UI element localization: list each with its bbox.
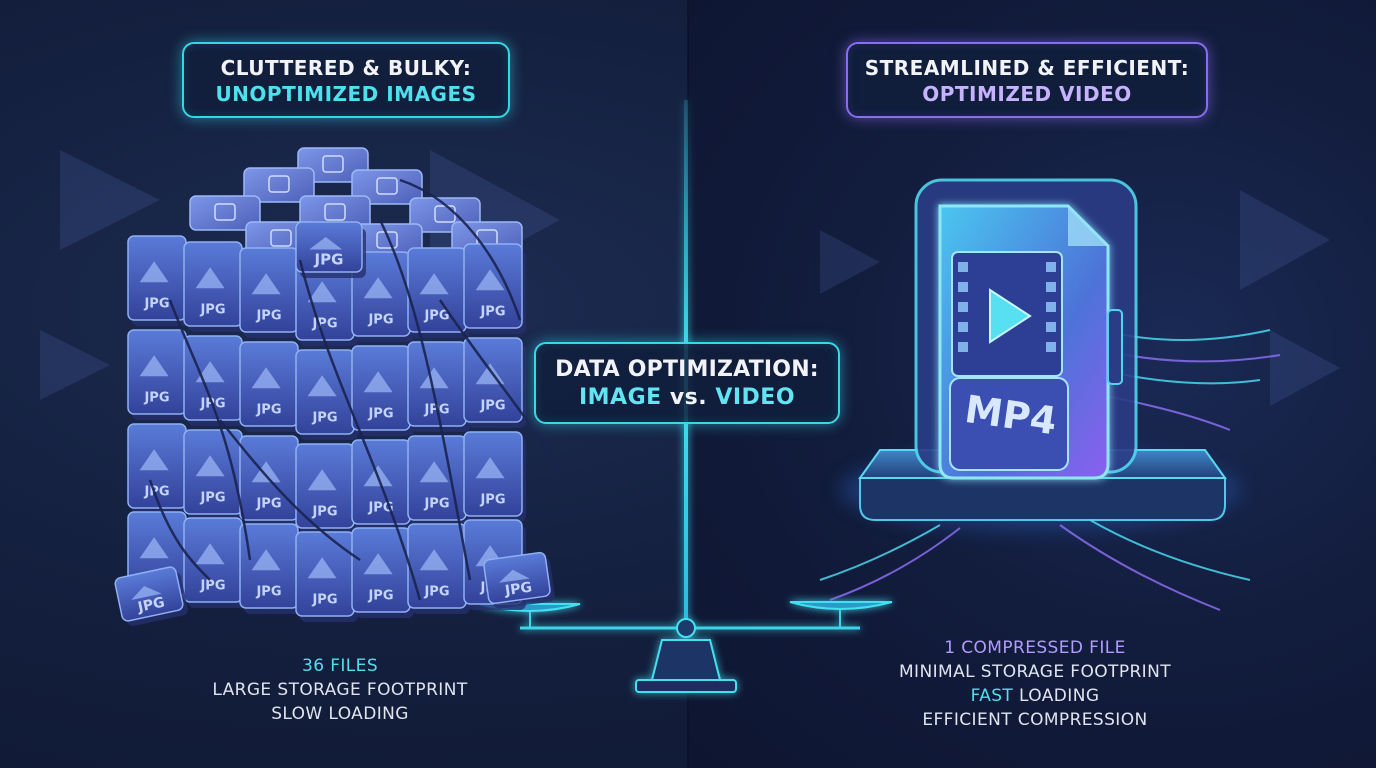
svg-text:JPG: JPG bbox=[199, 490, 225, 505]
right-title-box: STREAMLINED & EFFICIENT: OPTIMIZED VIDEO bbox=[846, 42, 1208, 118]
svg-text:JPG: JPG bbox=[367, 406, 393, 421]
jpg-file-icon: JPG bbox=[351, 527, 414, 618]
jpg-file-icon: JPG bbox=[183, 517, 246, 608]
right-stat-loading: FAST LOADING bbox=[860, 684, 1210, 708]
jpg-file-icon: JPG bbox=[114, 566, 188, 626]
right-stats: 1 COMPRESSED FILE MINIMAL STORAGE FOOTPR… bbox=[860, 636, 1210, 732]
svg-text:JPG: JPG bbox=[311, 592, 337, 607]
right-stat-file-count: 1 COMPRESSED FILE bbox=[944, 638, 1126, 658]
left-stats: 36 FILES LARGE STORAGE FOOTPRINT SLOW LO… bbox=[180, 654, 500, 726]
jpg-file-icon: JPG bbox=[183, 429, 246, 520]
svg-text:JPG: JPG bbox=[255, 584, 281, 599]
left-stat-storage: LARGE STORAGE FOOTPRINT bbox=[212, 680, 468, 700]
jpg-file-icon: JPG bbox=[463, 431, 526, 522]
svg-text:JPG: JPG bbox=[311, 504, 337, 519]
jpg-file-icon: JPG bbox=[127, 235, 190, 326]
play-icon bbox=[989, 288, 1032, 344]
svg-text:JPG: JPG bbox=[136, 595, 167, 616]
jpg-file-icon: JPG bbox=[407, 247, 470, 338]
center-title-video: VIDEO bbox=[715, 385, 796, 410]
left-stat-loading: SLOW LOADING bbox=[271, 704, 409, 724]
jpg-file-icon: JPG bbox=[127, 423, 190, 514]
left-title-box: CLUTTERED & BULKY: UNOPTIMIZED IMAGES bbox=[182, 42, 510, 118]
svg-text:JPG: JPG bbox=[143, 296, 169, 311]
jpg-file-icon: JPG bbox=[295, 349, 358, 440]
svg-text:JPG: JPG bbox=[367, 312, 393, 327]
center-title-line2: IMAGE vs. VIDEO bbox=[536, 384, 838, 412]
jpg-file-icon: JPG bbox=[239, 341, 302, 432]
svg-text:JPG: JPG bbox=[314, 251, 344, 269]
left-stat-file-count: 36 FILES bbox=[301, 656, 379, 676]
svg-text:JPG: JPG bbox=[423, 496, 449, 511]
right-stat-fast: FAST bbox=[970, 686, 1014, 706]
jpg-file-icon: JPG bbox=[239, 247, 302, 338]
right-title-line2: OPTIMIZED VIDEO bbox=[922, 82, 1132, 106]
jpg-file-icon: JPG bbox=[127, 329, 190, 420]
jpg-file-icon: JPG bbox=[407, 435, 470, 526]
svg-text:JPG: JPG bbox=[311, 410, 337, 425]
svg-text:JPG: JPG bbox=[423, 308, 449, 323]
center-title-line1: DATA OPTIMIZATION: bbox=[555, 357, 819, 382]
svg-text:JPG: JPG bbox=[367, 588, 393, 603]
right-stat-compression: EFFICIENT COMPRESSION bbox=[922, 710, 1148, 730]
jpg-file-cube: JPG JPG JPG JPG JPG JPG JPG JPG JPG JPG JPG JPG JPG J… bbox=[127, 147, 562, 622]
svg-text:JPG: JPG bbox=[503, 579, 533, 599]
jpg-file-icon: JPG bbox=[239, 523, 302, 614]
jpg-file-icon: JPG bbox=[183, 241, 246, 332]
jpg-file-icon: JPG bbox=[483, 551, 555, 609]
svg-text:JPG: JPG bbox=[143, 390, 169, 405]
jpg-file-icon: JPG bbox=[295, 221, 366, 278]
svg-text:JPG: JPG bbox=[311, 316, 337, 331]
mp4-file-icon bbox=[819, 178, 1281, 611]
svg-text:JPG: JPG bbox=[423, 584, 449, 599]
svg-text:JPG: JPG bbox=[255, 402, 281, 417]
loose-jpg-files: JPG JPG bbox=[114, 551, 555, 626]
right-stat-storage: MINIMAL STORAGE FOOTPRINT bbox=[898, 662, 1171, 682]
right-stat-loading-word: LOADING bbox=[1019, 686, 1100, 706]
jpg-file-icon: JPG bbox=[295, 531, 358, 622]
svg-text:JPG: JPG bbox=[143, 484, 169, 499]
jpg-file-icon: JPG bbox=[295, 443, 358, 534]
jpg-file-icon: JPG bbox=[351, 251, 414, 342]
jpg-file-icon: JPG bbox=[183, 335, 246, 426]
jpg-file-icon: JPG bbox=[351, 439, 414, 530]
jpg-file-icon: JPG bbox=[351, 345, 414, 436]
svg-text:JPG: JPG bbox=[479, 304, 505, 319]
jpg-file-icon: JPG bbox=[407, 523, 470, 614]
svg-text:JPG: JPG bbox=[255, 496, 281, 511]
jpg-file-icon: JPG bbox=[463, 337, 526, 428]
jpg-file-icon: JPG bbox=[463, 243, 526, 334]
left-title-line2: UNOPTIMIZED IMAGES bbox=[215, 82, 477, 106]
center-title-vs: vs. bbox=[669, 385, 708, 410]
center-title-image: IMAGE bbox=[578, 385, 662, 410]
svg-text:JPG: JPG bbox=[479, 398, 505, 413]
svg-text:JPG: JPG bbox=[479, 492, 505, 507]
center-title-box: DATA OPTIMIZATION: IMAGE vs. VIDEO bbox=[534, 342, 840, 424]
right-title-line1: STREAMLINED & EFFICIENT: bbox=[864, 56, 1190, 80]
svg-text:JPG: JPG bbox=[367, 500, 393, 515]
svg-text:JPG: JPG bbox=[255, 308, 281, 323]
left-title-line1: CLUTTERED & BULKY: bbox=[220, 56, 472, 80]
svg-text:JPG: JPG bbox=[199, 302, 225, 317]
svg-text:JPG: JPG bbox=[199, 578, 225, 593]
